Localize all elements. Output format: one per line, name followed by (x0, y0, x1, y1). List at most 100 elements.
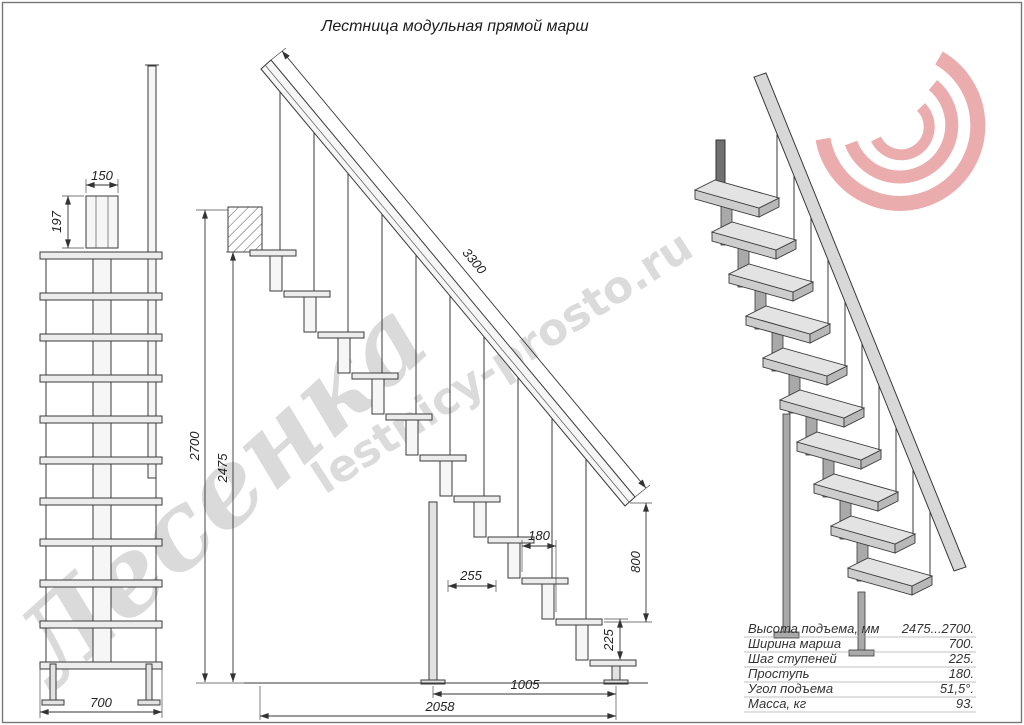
spec-value: 51,5°. (940, 681, 974, 696)
spec-value: 180. (949, 666, 974, 681)
spec-label: Ширина марша (748, 636, 841, 651)
front-step (39, 579, 163, 588)
spec-value: 2475...2700. (901, 621, 974, 636)
side-module (269, 255, 283, 292)
front-leg (145, 663, 153, 701)
brand-logo (815, 51, 986, 211)
side-module (575, 624, 589, 661)
iso-step (796, 431, 882, 470)
side-module (405, 419, 419, 456)
side-step (487, 536, 535, 544)
ext-line (634, 484, 651, 498)
dim-2058: 2058 (425, 699, 456, 714)
side-module (337, 337, 351, 374)
front-step (39, 374, 163, 383)
iso-step (745, 305, 831, 344)
dim-255: 255 (459, 568, 482, 583)
spec-label: Масса, кг (748, 696, 807, 711)
side-module (541, 583, 555, 620)
bottom-leg (611, 665, 621, 681)
iso-step (813, 473, 899, 512)
iso-foot (773, 631, 800, 639)
side-step (283, 290, 331, 298)
dim-180: 180 (528, 528, 550, 543)
front-leg (49, 663, 57, 701)
spec-table: Высота подъема, мм 2475...2700. Ширина м… (744, 621, 976, 713)
logo-arc-inner (871, 103, 935, 161)
side-step (521, 577, 569, 585)
iso-step (762, 347, 848, 386)
spec-label: Проступь (748, 666, 810, 681)
front-step (39, 620, 163, 629)
front-module (92, 340, 112, 376)
spec-label: Угол подъема (747, 681, 833, 696)
dim-150: 150 (91, 168, 113, 183)
front-step (39, 456, 163, 465)
iso-step (694, 179, 780, 218)
side-step (317, 331, 365, 339)
side-module (507, 542, 521, 579)
iso-step (728, 263, 814, 302)
side-module (439, 460, 453, 497)
front-step (39, 497, 163, 506)
front-step (39, 251, 163, 260)
side-step (453, 495, 501, 503)
side-step (351, 372, 399, 380)
ext-line (270, 47, 287, 61)
post-foot (420, 679, 446, 685)
floor-slab (227, 206, 263, 253)
front-step (39, 415, 163, 424)
dim-800: 800 (628, 550, 643, 572)
isometric-view (694, 72, 967, 657)
dim-3300: 3300 (459, 245, 490, 277)
dim-700: 700 (90, 695, 112, 710)
side-step (555, 618, 603, 626)
front-step (39, 538, 163, 547)
side-step (385, 413, 433, 421)
iso-step (830, 515, 916, 554)
dim-197: 197 (49, 210, 64, 232)
spec-value: 93. (956, 696, 974, 711)
side-module (371, 378, 385, 415)
dim-1005: 1005 (511, 677, 541, 692)
front-module (92, 504, 112, 540)
dim-2700: 2700 (187, 431, 202, 462)
front-step (39, 333, 163, 342)
drawing-title: Лестница модульная прямой марш (320, 18, 588, 35)
dim-2475: 2475 (215, 453, 230, 484)
front-module (92, 463, 112, 499)
iso-step (711, 221, 797, 260)
iso-step (779, 389, 865, 428)
side-step (419, 454, 467, 462)
front-module (92, 586, 112, 622)
front-foot (137, 699, 161, 706)
front-module (92, 299, 112, 335)
front-step (39, 292, 163, 301)
front-module (92, 545, 112, 581)
spec-value: 225. (948, 651, 974, 666)
dim-line-3300 (281, 50, 647, 489)
iso-handrail (753, 72, 967, 572)
spec-label: Высота подъема, мм (748, 621, 879, 636)
spec-label: Шаг ступеней (748, 651, 837, 666)
front-step (39, 661, 163, 670)
iso-foot (848, 649, 875, 657)
dim-225: 225 (601, 628, 616, 651)
iso-step (847, 557, 933, 596)
side-module (303, 296, 317, 333)
front-foot (41, 699, 65, 706)
spec-value: 700. (949, 636, 974, 651)
leg-foot (603, 679, 629, 685)
logo-arc-middle (844, 80, 959, 184)
front-module (92, 422, 112, 458)
front-module (92, 627, 112, 663)
front-module (92, 381, 112, 417)
logo-arc-outer (815, 51, 986, 211)
support-post (428, 501, 438, 681)
side-step (249, 249, 297, 257)
front-module (92, 258, 112, 294)
side-module (473, 501, 487, 538)
front-view: 150 197 (39, 64, 163, 718)
